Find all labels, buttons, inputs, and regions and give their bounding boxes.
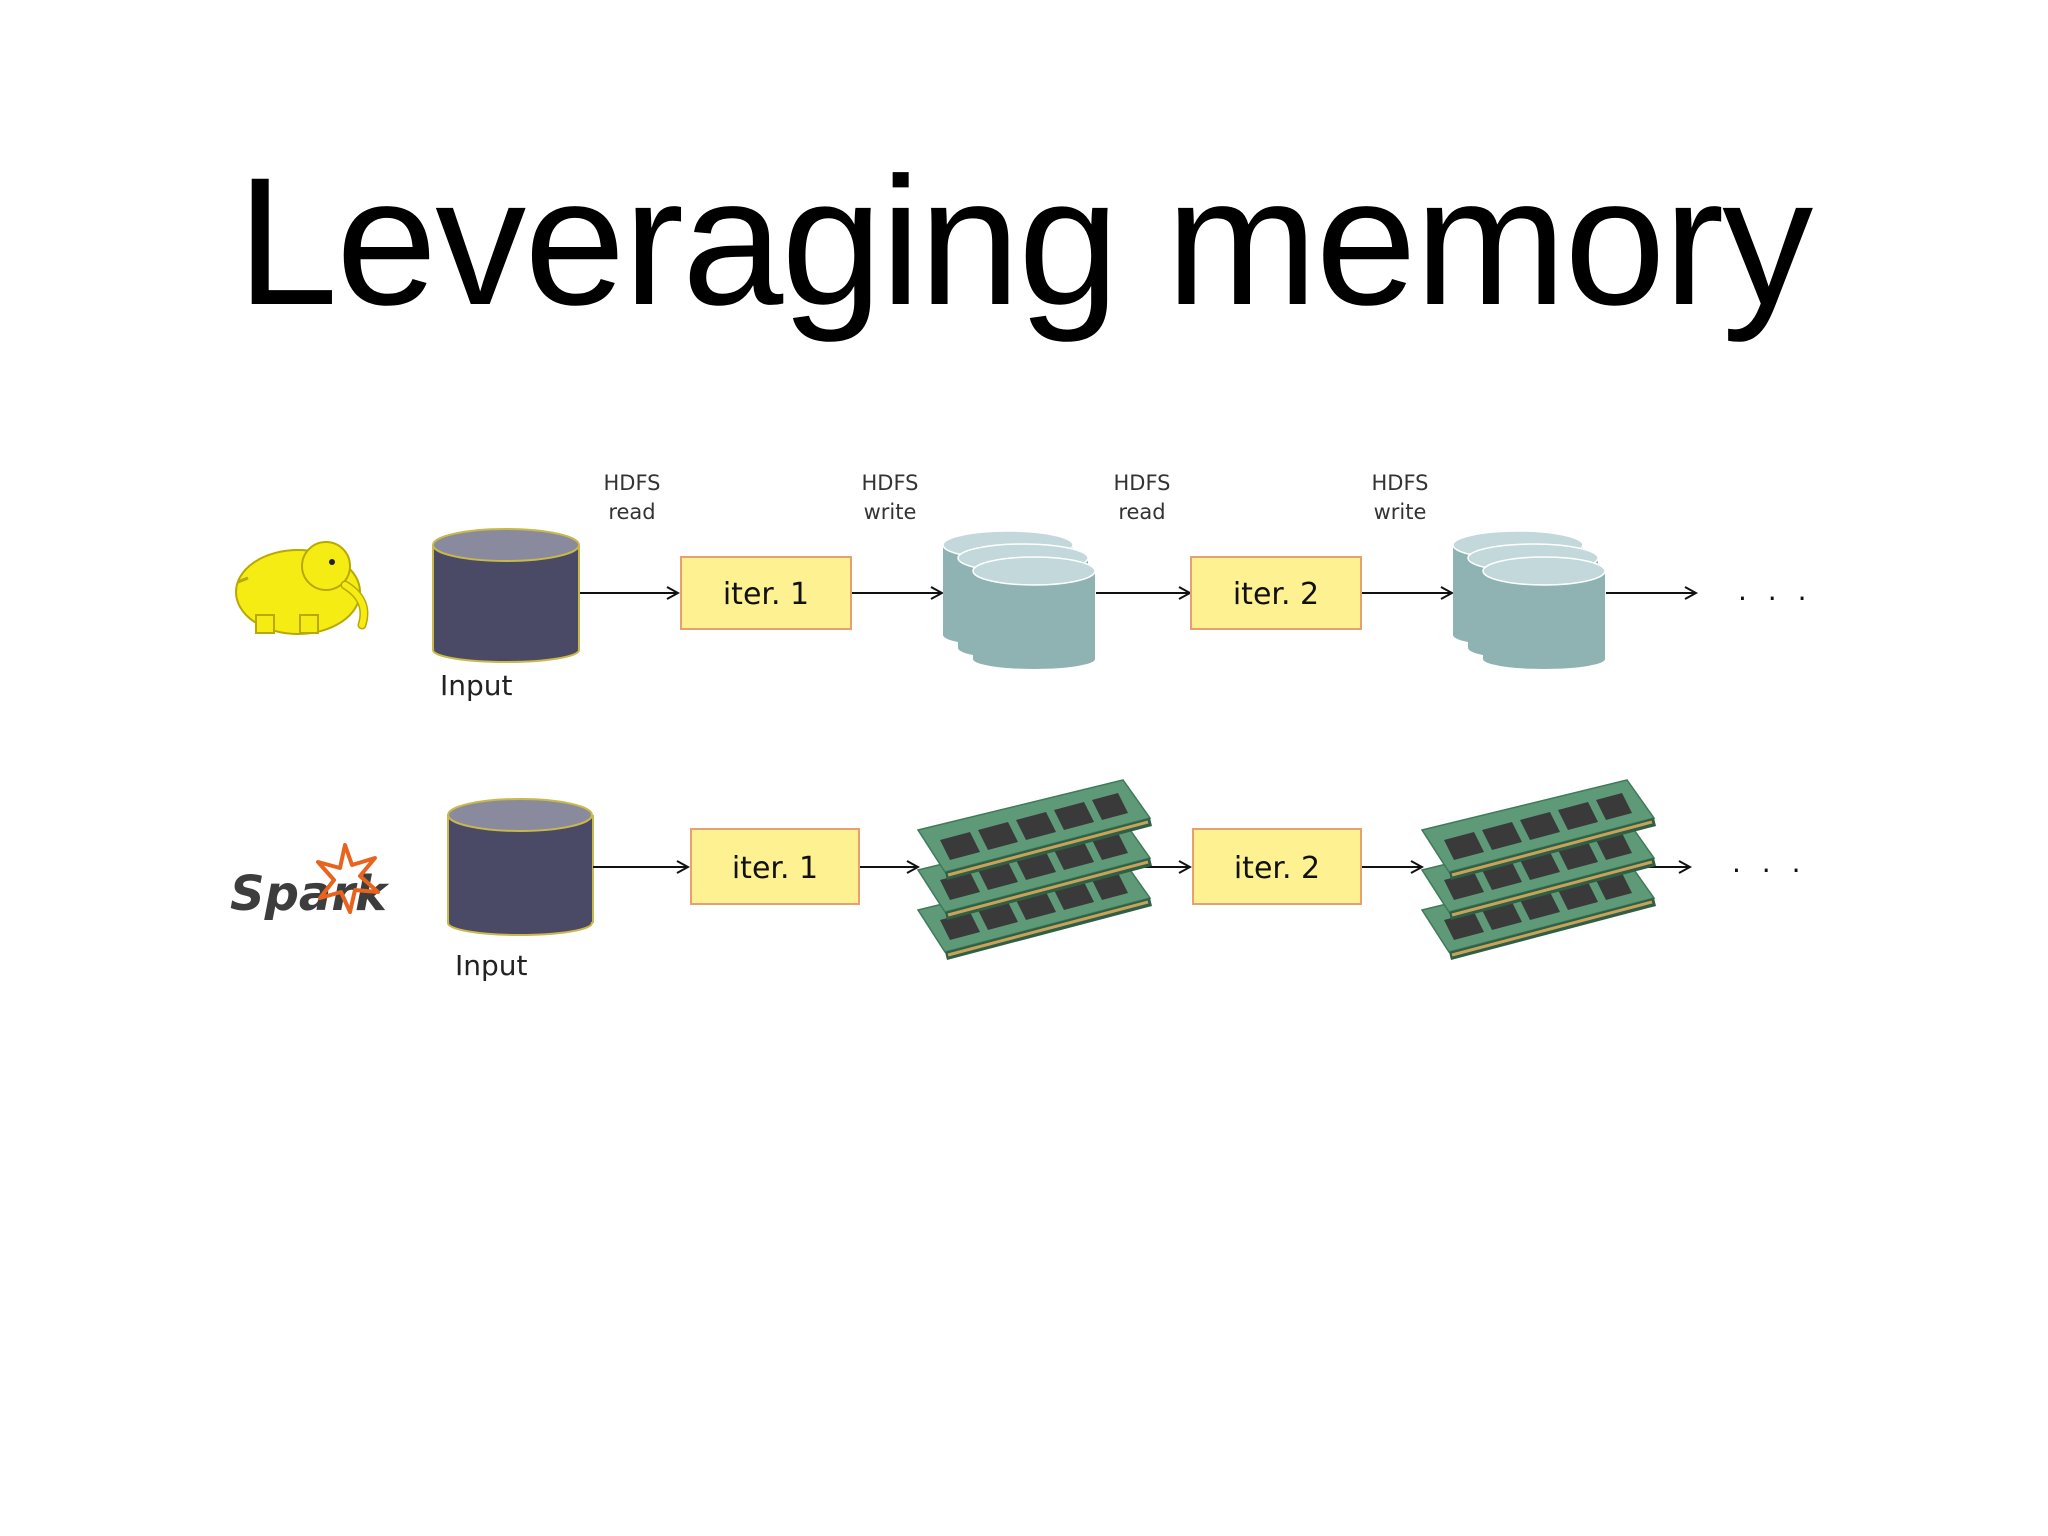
hdfs-label-1-line2: read xyxy=(608,500,655,524)
hadoop-iter-1-label: iter. 1 xyxy=(723,577,809,612)
hdfs-label-2-line1: HDFS xyxy=(861,471,918,495)
hdfs-label-2-line2: write xyxy=(864,500,917,524)
hadoop-input-label: Input xyxy=(440,669,513,702)
hdfs-label-4-line2: write xyxy=(1374,500,1427,524)
spark-iter-1-box: iter. 1 xyxy=(690,828,860,905)
hdfs-label-3: HDFS read xyxy=(1113,471,1170,524)
hadoop-iter-1-box: iter. 1 xyxy=(680,556,852,630)
spark-input-database-icon xyxy=(447,798,594,936)
spark-ellipsis: . . . xyxy=(1732,846,1807,879)
spark-logo-text: Spark xyxy=(230,866,390,922)
ram-memory-stack-1-icon xyxy=(916,778,1154,962)
hdfs-label-4-line1: HDFS xyxy=(1371,471,1428,495)
hdfs-label-3-line2: read xyxy=(1118,500,1165,524)
hdfs-disk-stack-1-icon xyxy=(942,530,1096,669)
spark-iter-2-label: iter. 2 xyxy=(1234,851,1320,886)
hadoop-ellipsis: . . . xyxy=(1738,574,1813,607)
hadoop-iter-2-box: iter. 2 xyxy=(1190,556,1362,630)
spark-iter-2-box: iter. 2 xyxy=(1192,828,1362,905)
slide-title: Leveraging memory xyxy=(236,139,1813,343)
hdfs-label-4: HDFS write xyxy=(1371,471,1428,524)
hdfs-label-1: HDFS read xyxy=(603,471,660,524)
hdfs-label-2: HDFS write xyxy=(861,471,918,524)
hdfs-label-1-line1: HDFS xyxy=(603,471,660,495)
hdfs-label-3-line1: HDFS xyxy=(1113,471,1170,495)
hdfs-disk-stack-2-icon xyxy=(1452,530,1606,669)
ram-memory-stack-2-icon xyxy=(1420,778,1658,962)
hadoop-iter-2-label: iter. 2 xyxy=(1233,577,1319,612)
spark-logo: Spark xyxy=(230,843,390,922)
spark-input-label: Input xyxy=(455,949,528,982)
spark-iter-1-label: iter. 1 xyxy=(732,851,818,886)
hadoop-input-database-icon xyxy=(432,528,580,663)
spark-star-icon xyxy=(316,843,380,914)
hadoop-elephant-icon xyxy=(235,541,369,635)
